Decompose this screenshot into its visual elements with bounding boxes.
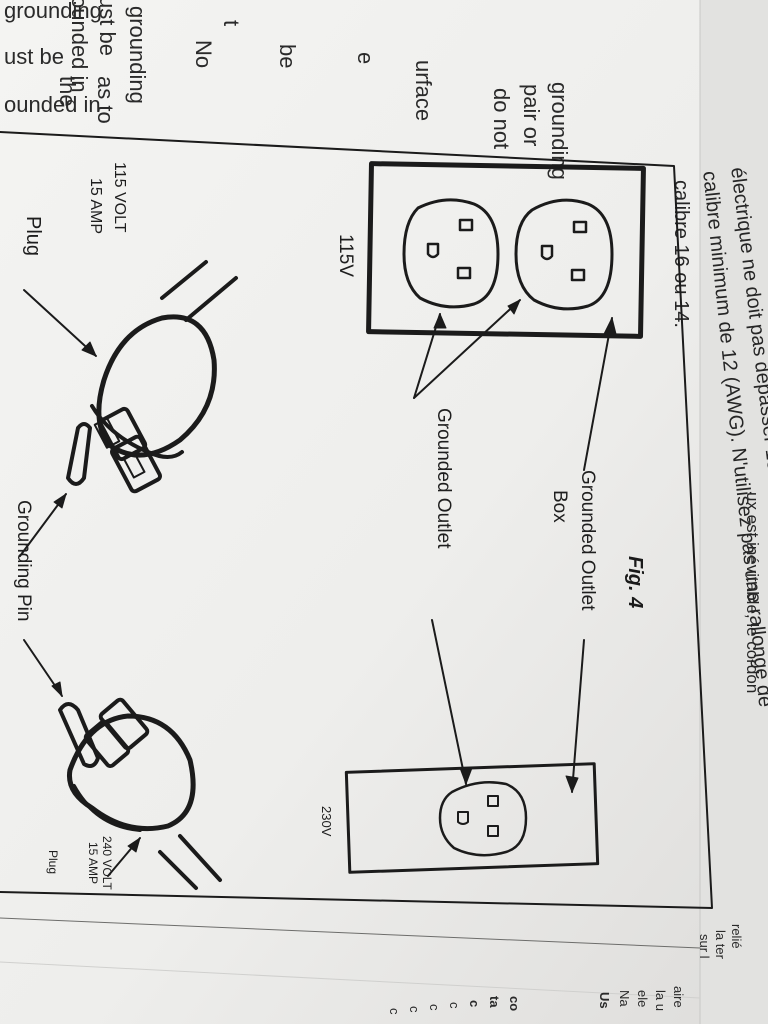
plug-volt-240: 240 VOLT bbox=[100, 836, 114, 890]
right-fragment: sur l bbox=[697, 934, 712, 959]
right-fragment: la u bbox=[653, 990, 668, 1011]
right-fragment: c bbox=[467, 1000, 482, 1008]
plug-115v bbox=[66, 260, 238, 494]
grounded-outlet-label: Grounded Outlet bbox=[433, 408, 454, 549]
outlet-slot bbox=[458, 218, 474, 232]
plug-label-115: Plug bbox=[22, 216, 44, 257]
plug-label-240: Plug bbox=[46, 850, 60, 875]
right-fragment: Na bbox=[617, 990, 632, 1007]
right-fragment: ta bbox=[487, 996, 502, 1008]
voltage-label-230v: 230V bbox=[319, 806, 334, 837]
right-fragment: c bbox=[447, 1002, 462, 1009]
ground-hole bbox=[540, 244, 554, 261]
outlet-face-2 bbox=[402, 198, 500, 309]
plug-amp-115: 15 AMP bbox=[87, 178, 104, 235]
right-fragment: aire bbox=[671, 986, 686, 1008]
right-fragment: co bbox=[507, 996, 522, 1012]
plug-240v bbox=[58, 697, 222, 890]
grounding-pin-label: Grounding Pin bbox=[13, 500, 34, 622]
right-fragment: ele bbox=[635, 990, 650, 1008]
outlet-box-115v bbox=[366, 161, 646, 339]
left-fragment: ounded in bbox=[4, 92, 101, 117]
voltage-label-115v: 115V bbox=[335, 234, 356, 277]
right-fragment: Us bbox=[597, 992, 612, 1009]
grounded-outlet-box-label-1: Grounded Outlet bbox=[577, 470, 598, 611]
left-fragment: ust be bbox=[4, 44, 64, 69]
figure-title: Fig. 4 bbox=[624, 556, 646, 609]
outlet-slot bbox=[570, 268, 586, 282]
outlet-slot bbox=[572, 220, 588, 234]
outlet-slot bbox=[456, 266, 472, 280]
outlet-box-230v bbox=[344, 762, 600, 874]
right-fragment: c bbox=[427, 1004, 442, 1011]
plug-volt-115: 115 VOLT bbox=[111, 162, 128, 233]
figure-border bbox=[0, 131, 713, 909]
left-fragment: grounding bbox=[4, 0, 102, 23]
grounded-outlet-box-label-2: Box bbox=[549, 490, 570, 523]
outlet-face-230v bbox=[438, 781, 528, 857]
ground-hole bbox=[426, 242, 440, 259]
outlet-face-1 bbox=[514, 198, 614, 311]
right-fragment: la ter bbox=[713, 930, 728, 959]
plug-amp-240: 15 AMP bbox=[86, 842, 100, 885]
right-fragment: c bbox=[407, 1006, 422, 1013]
right-fragment: relié bbox=[729, 924, 744, 949]
right-fragment: c bbox=[387, 1008, 402, 1015]
